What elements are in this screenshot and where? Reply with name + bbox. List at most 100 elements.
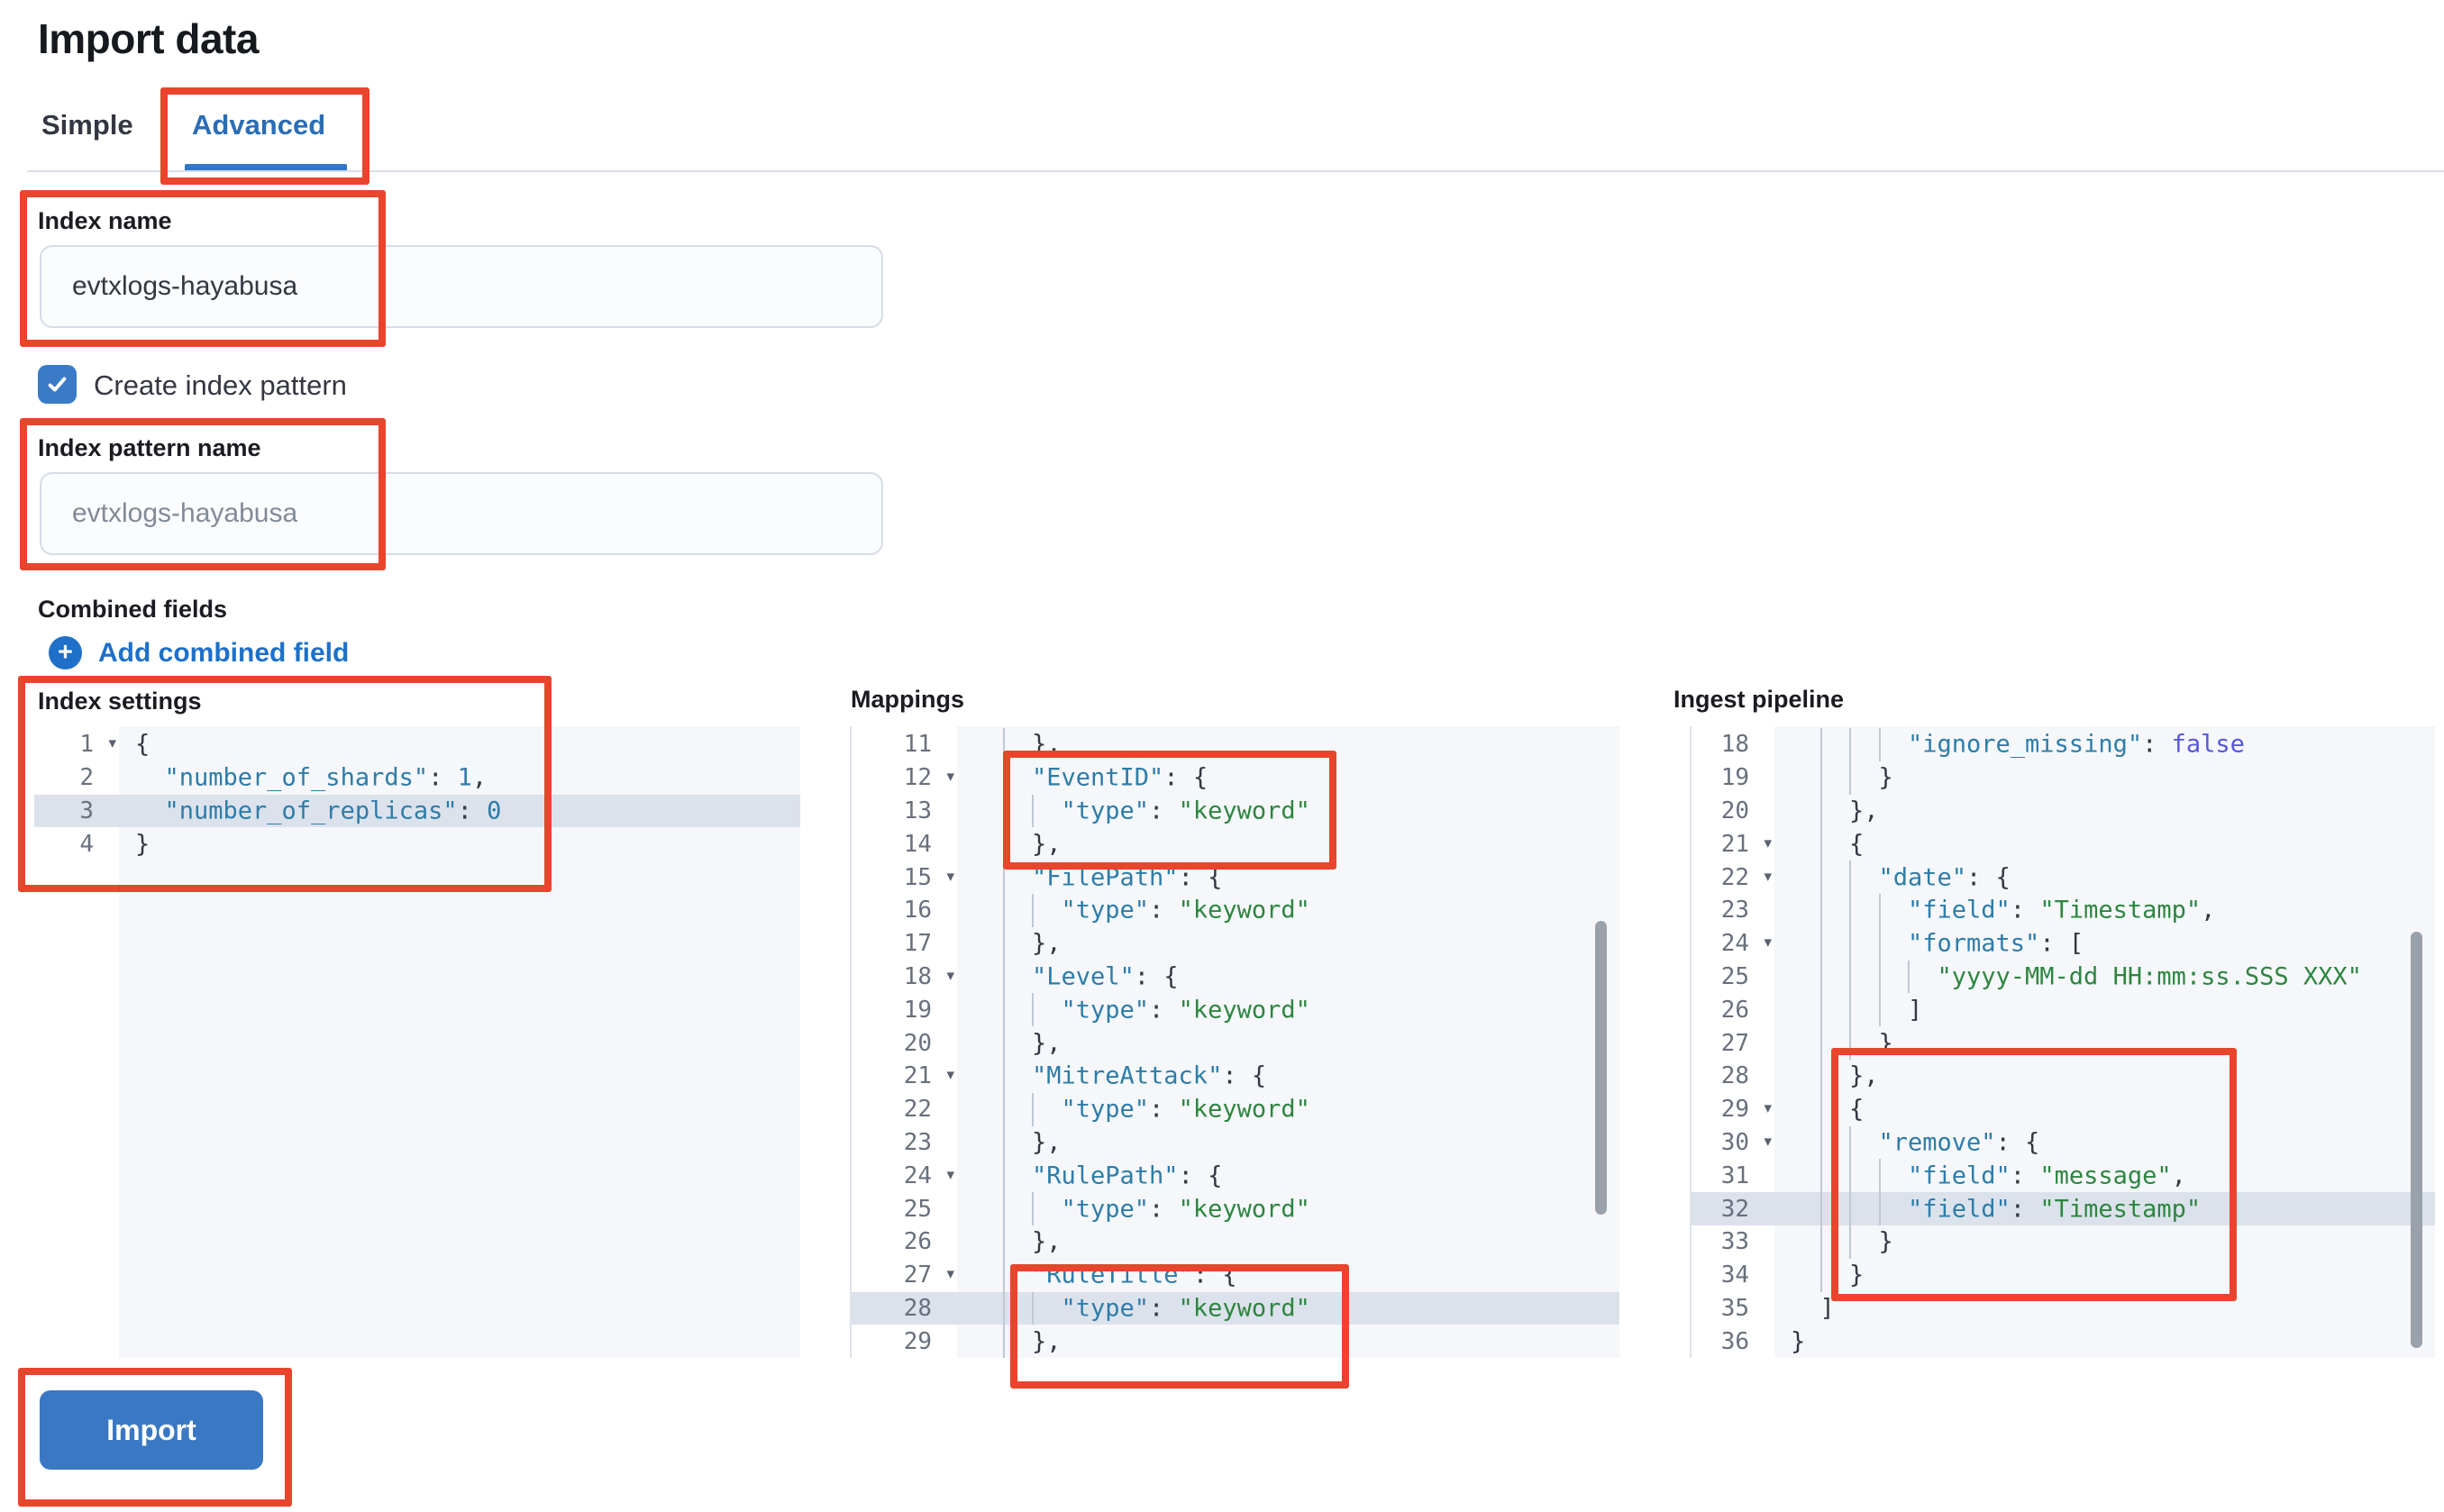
code-line[interactable] — [34, 993, 800, 1026]
code-line[interactable]: 22▾"date": { — [1692, 861, 2435, 894]
code-line[interactable]: 18▾"Level": { — [852, 960, 1619, 994]
code-line[interactable]: 27▾"RuleTitle": { — [852, 1258, 1619, 1292]
code-line[interactable]: 26}, — [852, 1225, 1619, 1259]
fold-caret-icon[interactable]: ▾ — [108, 734, 116, 752]
code-line[interactable]: 35] — [1692, 1292, 2435, 1325]
code-line[interactable]: 33} — [1692, 1225, 2435, 1259]
code-line[interactable]: 11}, — [852, 728, 1619, 761]
line-number-cell: 27 — [1720, 1029, 1749, 1057]
fold-caret-icon[interactable]: ▾ — [946, 1165, 954, 1183]
ingest-pipeline-scrollbar[interactable] — [2411, 932, 2422, 1348]
code-line[interactable]: 22"type": "keyword" — [852, 1092, 1619, 1126]
line-number-cell: 14 — [903, 830, 932, 858]
mappings-scrollbar[interactable] — [1595, 921, 1607, 1215]
code-line[interactable]: 20}, — [1692, 794, 2435, 828]
code-line[interactable]: 13"type": "keyword" — [852, 794, 1619, 828]
code-line[interactable]: 23"field": "Timestamp", — [1692, 893, 2435, 927]
import-button[interactable]: Import — [40, 1390, 263, 1470]
code-line[interactable]: 23}, — [852, 1125, 1619, 1160]
code-line[interactable]: 1▾{ — [34, 728, 800, 761]
line-number-cell — [34, 1292, 119, 1325]
code-line[interactable]: 26] — [1692, 993, 2435, 1027]
code-line[interactable] — [34, 894, 800, 927]
fold-caret-icon[interactable]: ▾ — [1764, 934, 1772, 952]
code-line[interactable]: 21▾{ — [1692, 827, 2435, 861]
code-line[interactable]: 3"number_of_replicas": 0 — [34, 794, 800, 828]
code-line[interactable]: 20}, — [852, 1026, 1619, 1060]
code-line[interactable] — [34, 1225, 800, 1259]
code-line[interactable] — [34, 1060, 800, 1093]
code-line[interactable]: 19"type": "keyword" — [852, 993, 1619, 1027]
code-line[interactable]: 28"type": "keyword" — [852, 1291, 1619, 1325]
line-number-cell: 13 — [903, 797, 932, 824]
code-line[interactable] — [34, 1159, 800, 1192]
code-line[interactable]: 16"type": "keyword" — [852, 893, 1619, 927]
code-line[interactable]: 17}, — [852, 926, 1619, 961]
gutter — [1692, 726, 1774, 1358]
line-number-cell: 25 — [1720, 962, 1749, 990]
line-number-cell — [34, 961, 119, 994]
code-line[interactable] — [34, 1126, 800, 1160]
tab-advanced[interactable]: Advanced — [192, 109, 326, 141]
code-line[interactable]: 29▾{ — [1692, 1092, 2435, 1126]
code-line[interactable]: 12▾"EventID": { — [852, 761, 1619, 795]
fold-caret-icon[interactable]: ▾ — [946, 867, 954, 885]
fold-caret-icon[interactable]: ▾ — [1764, 867, 1772, 885]
code-line[interactable]: 19} — [1692, 761, 2435, 795]
code-line[interactable]: 28}, — [1692, 1059, 2435, 1093]
fold-caret-icon[interactable]: ▾ — [946, 768, 954, 786]
indent-guide — [1819, 827, 1822, 861]
indent-guide — [1819, 1258, 1822, 1292]
fold-caret-icon[interactable]: ▾ — [946, 1265, 954, 1283]
code-line[interactable] — [34, 1093, 800, 1126]
index-pattern-name-input[interactable] — [40, 472, 883, 555]
code-line[interactable] — [34, 1259, 800, 1292]
line-number-cell: 27▾ — [903, 1262, 954, 1289]
line-number-cell — [34, 861, 119, 894]
code-line[interactable]: 25"type": "keyword" — [852, 1192, 1619, 1225]
code-line[interactable]: 27} — [1692, 1026, 2435, 1060]
code-line[interactable] — [34, 1192, 800, 1225]
add-combined-field-link[interactable]: + Add combined field — [49, 636, 349, 669]
code-line[interactable] — [34, 961, 800, 994]
code-line[interactable] — [34, 861, 800, 894]
code-line[interactable]: 30▾"remove": { — [1692, 1125, 2435, 1160]
code-line[interactable]: 34} — [1692, 1258, 2435, 1292]
indent-guide — [1002, 1192, 1005, 1225]
fold-caret-icon[interactable]: ▾ — [1764, 1099, 1772, 1117]
fold-caret-icon[interactable]: ▾ — [946, 1066, 954, 1084]
tab-simple[interactable]: Simple — [41, 109, 133, 141]
code-line[interactable]: 4} — [34, 827, 800, 861]
code-line[interactable]: 18"ignore_missing": false — [1692, 728, 2435, 761]
code-line[interactable] — [34, 1292, 800, 1325]
indent-guide — [1849, 861, 1851, 894]
code-line[interactable]: 2"number_of_shards": 1, — [34, 761, 800, 795]
indent-guide — [1878, 1159, 1881, 1193]
line-number-cell: 20 — [1720, 797, 1749, 824]
fold-caret-icon[interactable]: ▾ — [946, 966, 954, 984]
index-name-label: Index name — [38, 207, 172, 234]
code-line[interactable]: 32"field": "Timestamp" — [1692, 1192, 2435, 1225]
create-index-pattern-checkbox[interactable] — [38, 365, 77, 404]
code-line[interactable] — [34, 1325, 800, 1358]
mappings-editor[interactable]: 11},12▾"EventID": {13"type": "keyword"14… — [850, 726, 1619, 1358]
code-line[interactable]: 29}, — [852, 1325, 1619, 1358]
code-line[interactable]: 24▾"formats": [ — [1692, 926, 2435, 961]
code-line[interactable]: 15▾"FilePath": { — [852, 861, 1619, 894]
code-line[interactable]: 25"yyyy-MM-dd HH:mm:ss.SSS XXX" — [1692, 960, 2435, 994]
line-number-cell: 24▾ — [903, 1161, 954, 1189]
index-name-input[interactable] — [40, 245, 883, 328]
code-line[interactable] — [34, 927, 800, 961]
code-line[interactable]: 24▾"RulePath": { — [852, 1159, 1619, 1193]
line-number-cell — [34, 993, 119, 1026]
code-line[interactable]: 14}, — [852, 827, 1619, 861]
index-settings-editor[interactable]: 1▾{2"number_of_shards": 1,3"number_of_re… — [34, 726, 800, 1358]
code-line[interactable] — [34, 1026, 800, 1060]
fold-caret-icon[interactable]: ▾ — [1764, 1132, 1772, 1150]
indent-guide — [1032, 794, 1034, 828]
fold-caret-icon[interactable]: ▾ — [1764, 833, 1772, 852]
code-line[interactable]: 31"field": "message", — [1692, 1159, 2435, 1193]
code-line[interactable]: 21▾"MitreAttack": { — [852, 1059, 1619, 1093]
code-line[interactable]: 36} — [1692, 1325, 2435, 1358]
